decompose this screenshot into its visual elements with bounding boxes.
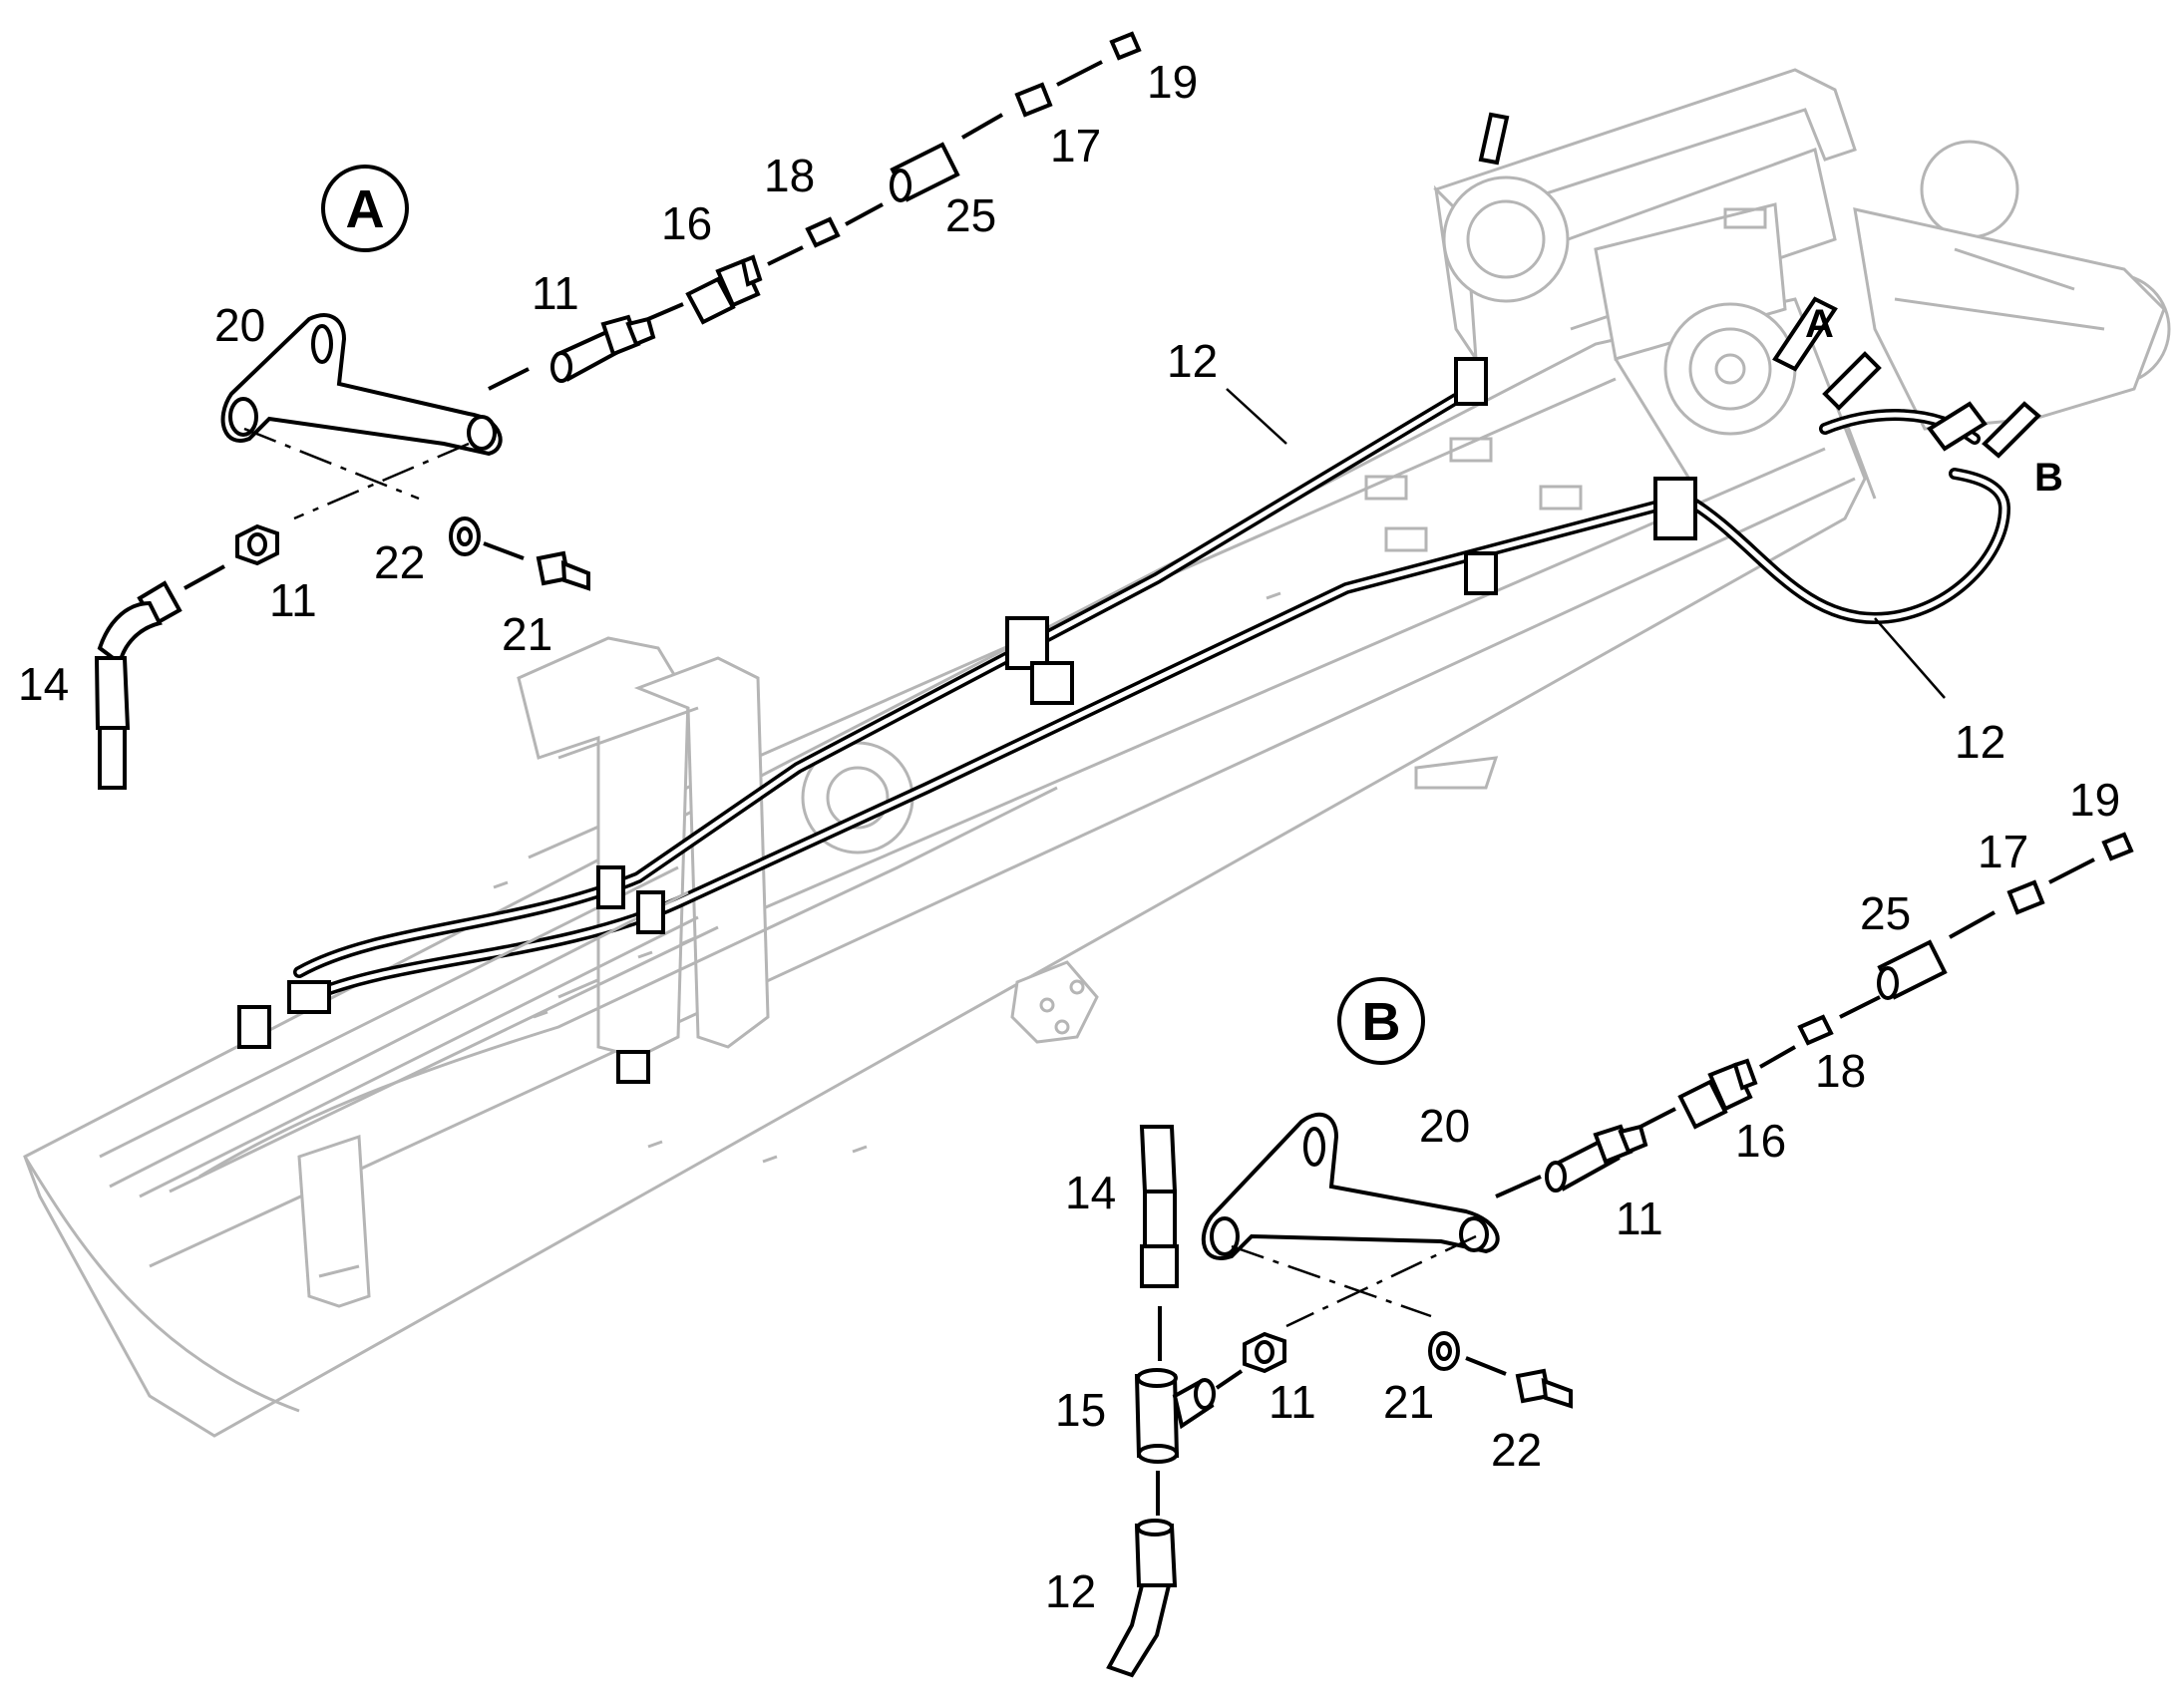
bolt-22-icon [1515,1368,1573,1409]
tee-15-icon [1134,1368,1216,1464]
boom-outline [23,297,1867,1438]
label-a-22: 22 [374,536,425,588]
label-b-25: 25 [1860,887,1911,939]
connection-label-b: B [2034,456,2063,500]
coupling-16-icon [685,254,763,325]
label-b-18: 18 [1815,1045,1866,1097]
label-b-16: 16 [1735,1115,1786,1167]
fitting-11-icon [550,314,656,383]
sleeve-25-icon [1877,939,1948,1000]
label-a-19: 19 [1147,56,1198,108]
label-b-14: 14 [1065,1167,1116,1218]
detail-a-badge-label: A [346,179,385,239]
label-b-22: 22 [1491,1424,1542,1476]
label-b-20: 20 [1419,1100,1470,1152]
nipple-19-icon [1109,31,1142,61]
label-hose-upper-12: 12 [1167,335,1218,387]
label-hose-right-12: 12 [1955,716,2005,768]
label-a-14: 14 [18,658,69,710]
label-b-19: 19 [2069,774,2120,826]
label-b-17: 17 [1978,826,2028,877]
connection-label-a: A [1805,302,1834,346]
label-a-18: 18 [764,150,815,201]
cap-17-icon [1014,82,1053,118]
sleeve-25-icon [890,142,960,202]
label-b-15: 15 [1055,1384,1106,1436]
fitting-11-icon [1545,1124,1648,1193]
label-b-12: 12 [1045,1565,1096,1617]
hose-elbow-14-icon [94,580,182,790]
boom-head [1433,68,2171,500]
nipple-19-icon [2101,832,2134,861]
detail-a: A [94,31,1142,790]
fitting-b-connector [1927,401,2041,459]
nipple-18-icon [805,216,841,248]
detail-b: B [1106,832,2134,1678]
detail-b-badge [1337,977,1425,1065]
label-a-25: 25 [945,189,996,241]
label-a-16: 16 [661,197,712,249]
detail-b-badge-label: B [1362,992,1401,1052]
hose-12-icon [1106,1519,1178,1678]
label-b-11-fitting: 11 [1616,1193,1663,1244]
bolt-21-icon [536,550,590,591]
nipple-18-icon [1797,1014,1834,1046]
label-a-11-nut: 11 [269,574,317,626]
label-a-20: 20 [214,299,265,351]
fitting-a-connector [1478,112,1882,411]
cap-17-icon [2006,879,2045,915]
coupling-16-icon [1677,1058,1758,1130]
label-a-21: 21 [502,608,552,660]
callout-labels: A B 12 12 20 11 16 18 25 17 19 11 22 21 … [18,56,2120,1617]
hose-14-icon [1139,1125,1179,1288]
label-b-21: 21 [1383,1376,1434,1428]
label-b-11-nut: 11 [1269,1376,1316,1428]
label-a-11-fitting: 11 [532,267,579,319]
bracket-icon [1201,1112,1500,1260]
bracket-icon [220,313,503,457]
leader-lines [1226,388,1946,699]
label-a-17: 17 [1050,120,1101,171]
detail-a-badge [321,165,409,252]
hose-assembly [99,112,2041,1198]
